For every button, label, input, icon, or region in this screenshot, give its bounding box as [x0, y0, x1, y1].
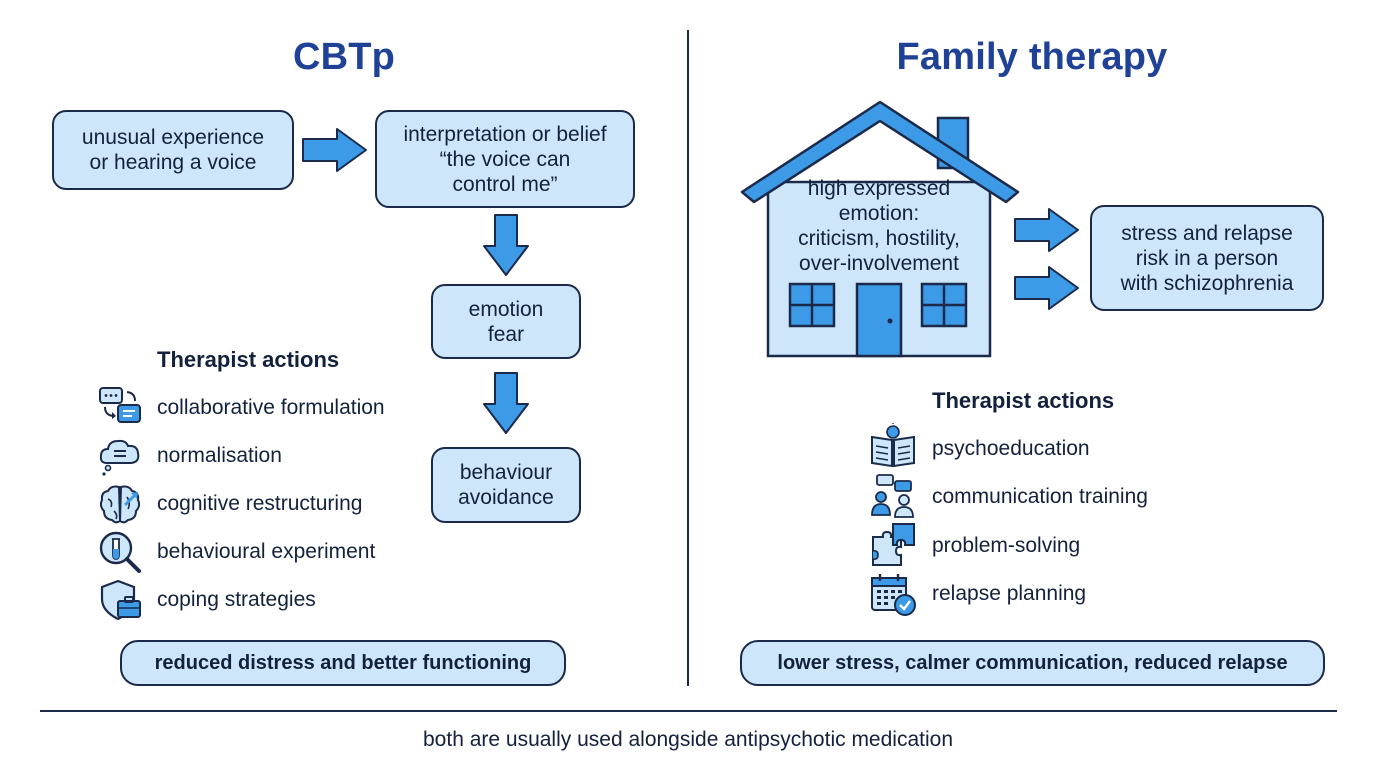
- belief-line: interpretation or belief: [403, 122, 607, 146]
- house-text: high expressed emotion: criticism, hosti…: [768, 176, 990, 276]
- column-divider: [687, 30, 689, 686]
- behaviour-line: behaviour: [459, 461, 553, 484]
- belief-line: control me”: [452, 172, 558, 196]
- cbtp-outcome-badge: reduced distress and better functioning: [120, 640, 566, 686]
- stress-relapse-box: stress and relapse risk in a person with…: [1090, 205, 1324, 311]
- family-action-label: psychoeducation: [932, 437, 1090, 460]
- footer-divider: [40, 710, 1337, 712]
- family-action-label: communication training: [932, 485, 1148, 508]
- experience-line: unusual experience: [81, 126, 265, 149]
- family-outcome-badge: lower stress, calmer communication, redu…: [740, 640, 1325, 686]
- behaviour-box: behaviour avoidance: [431, 447, 581, 523]
- cbtp-action-label: normalisation: [157, 444, 282, 467]
- belief-line: “the voice can: [439, 147, 571, 171]
- emotion-line: fear: [487, 322, 525, 346]
- house-text-line: emotion:: [838, 202, 920, 225]
- cbtp-action-label: behavioural experiment: [157, 540, 376, 563]
- cbtp-action-label: collaborative formulation: [157, 396, 385, 419]
- arrow-down-icon: [483, 214, 529, 276]
- house-text-line: high expressed: [807, 177, 951, 200]
- shield-toolkit-icon: [100, 579, 141, 621]
- house-text-line: over-involvement: [799, 252, 959, 275]
- family-actions-heading: Therapist actions: [932, 388, 1115, 413]
- arrow-right-icon: [1014, 208, 1079, 252]
- arrow-down-icon: [483, 372, 529, 434]
- belief-box: interpretation or belief “the voice can …: [375, 110, 635, 208]
- chat-bubbles-icon: [99, 387, 141, 423]
- emotion-box: emotion fear: [431, 284, 581, 359]
- calendar-check-icon: [871, 574, 916, 616]
- experience-line: or hearing a voice: [89, 151, 257, 174]
- footer-note: both are usually used alongside antipsyc…: [423, 728, 953, 751]
- arrow-right-icon: [302, 128, 367, 172]
- result-line: with schizophrenia: [1120, 271, 1294, 295]
- brain-arrows-icon: [99, 485, 141, 524]
- cbtp-action-label: coping strategies: [157, 588, 316, 611]
- puzzle-icon: [872, 523, 915, 566]
- family-title: Family therapy: [896, 36, 1168, 78]
- people-chat-icon: [871, 474, 914, 518]
- house-icon: [740, 100, 1020, 358]
- cbtp-action-label: cognitive restructuring: [157, 492, 363, 515]
- experience-box: unusual experience or hearing a voice: [52, 110, 294, 190]
- family-action-label: relapse planning: [932, 582, 1087, 605]
- arrow-right-icon: [1014, 266, 1079, 310]
- house-text-line: criticism, hostility,: [798, 227, 960, 250]
- behaviour-line: avoidance: [458, 486, 554, 509]
- thought-cloud-icon: [99, 439, 140, 476]
- emotion-line: emotion: [468, 297, 544, 321]
- family-action-label: problem-solving: [932, 534, 1081, 557]
- result-line: stress and relapse: [1121, 221, 1293, 245]
- cbtp-title: CBTp: [292, 36, 396, 78]
- magnifier-flask-icon: [99, 531, 141, 573]
- result-line: risk in a person: [1135, 246, 1279, 270]
- cbtp-actions-heading: Therapist actions: [157, 347, 340, 372]
- book-lightbulb-icon: [871, 423, 915, 468]
